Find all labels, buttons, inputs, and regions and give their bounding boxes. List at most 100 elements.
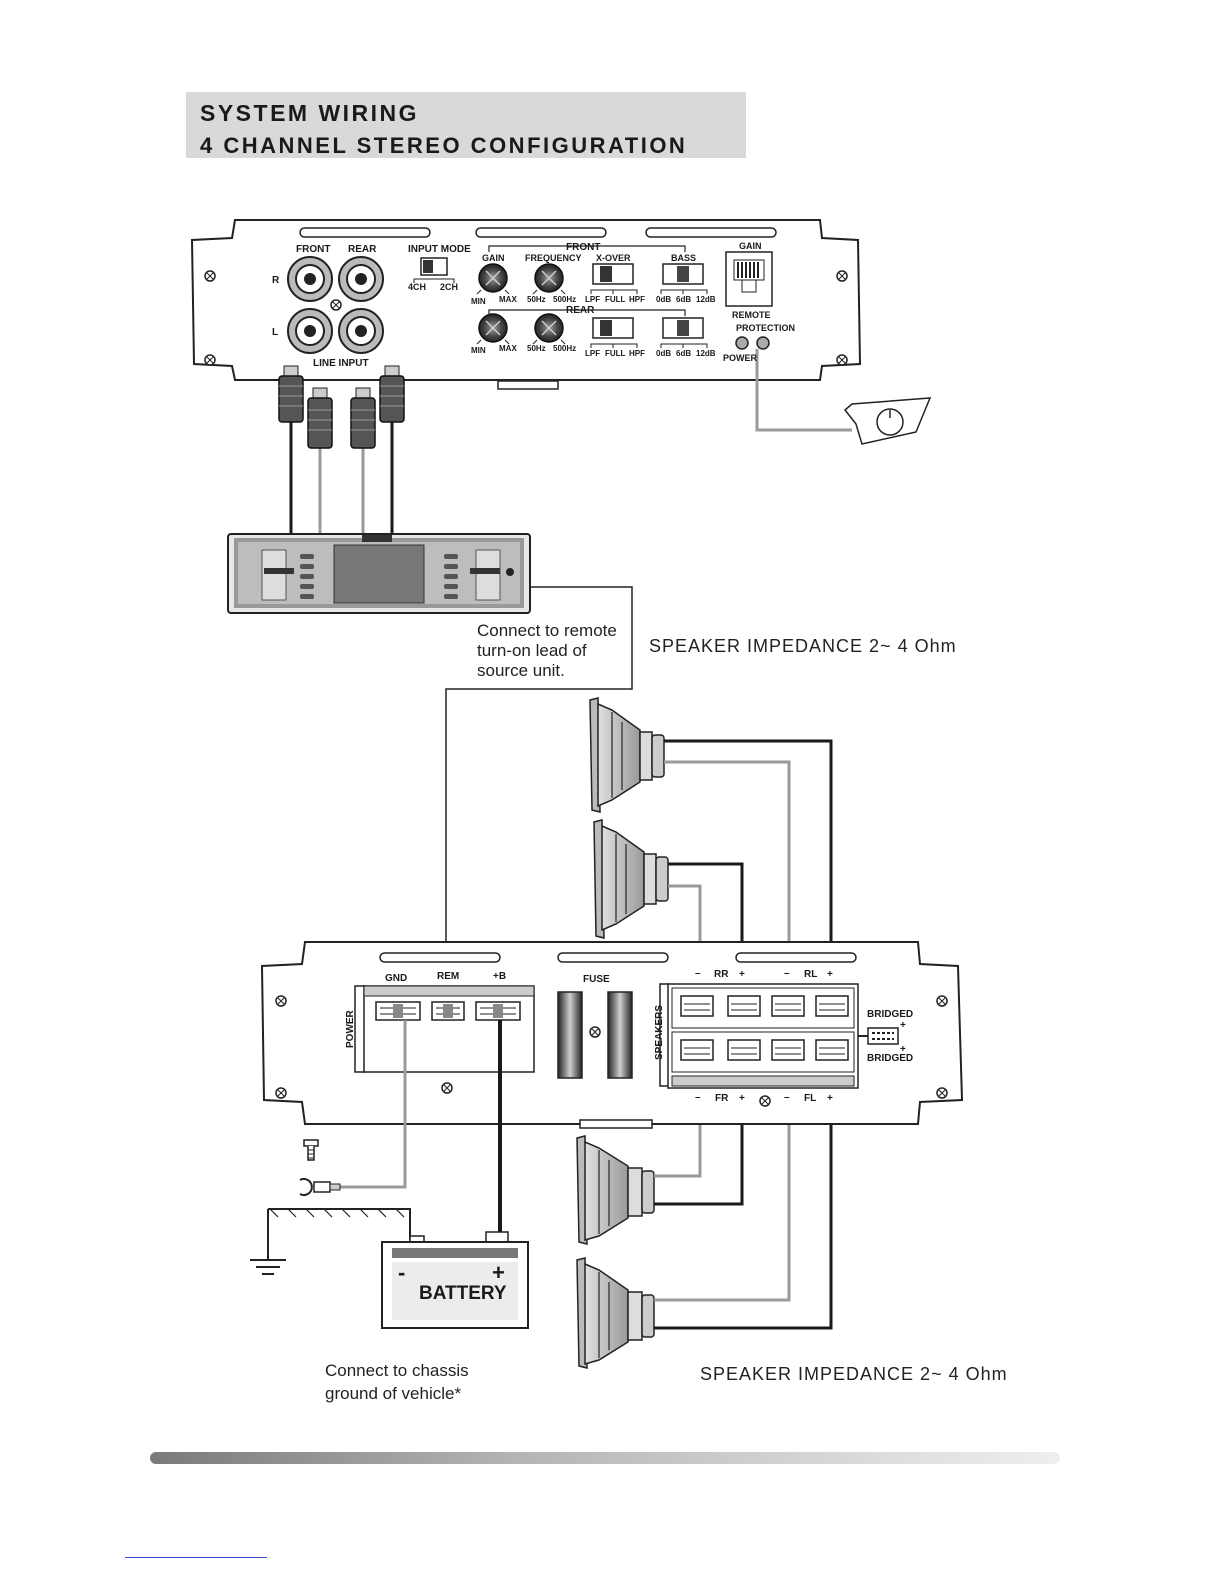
battery-minus: - [398, 1260, 405, 1285]
label-12db: 12dB [696, 349, 716, 358]
chassis-ground-icon [250, 1208, 411, 1275]
screw-icon [441, 1082, 453, 1094]
header-banner [186, 92, 746, 158]
footer-link-underline [125, 1557, 267, 1558]
speaker-impedance-top: SPEAKER IMPEDANCE 2~ 4 Ohm [649, 636, 957, 656]
bridged-connector-icon [858, 1027, 899, 1045]
front-xover-switch-icon [590, 263, 638, 294]
label-plus: + [900, 1020, 906, 1031]
label-b-plus: +B [493, 971, 506, 982]
footer-gradient-bar [150, 1452, 1060, 1464]
label-max: MAX [499, 344, 517, 353]
label-500hz: 500Hz [553, 344, 576, 353]
screw-icon [759, 1095, 771, 1107]
label-protection: PROTECTION [736, 323, 795, 333]
rear-gain-knob-icon [476, 313, 510, 345]
speaker-rl-icon [589, 697, 665, 813]
fuse-icon [607, 991, 633, 1079]
label-4ch: 4CH [408, 282, 426, 292]
label-bridged: BRIDGED [867, 1053, 913, 1064]
label-fuse: FUSE [583, 974, 610, 985]
screw-icon [936, 1087, 948, 1099]
label-remote: REMOTE [732, 310, 771, 320]
battery-icon [381, 1231, 529, 1329]
header-subtitle: 4 CHANNEL STEREO CONFIGURATION [200, 133, 688, 158]
ground-wire [340, 1020, 407, 1189]
rca-jack-front-r-icon [287, 256, 333, 302]
label-rl: RL [804, 969, 817, 980]
speaker-wires [654, 739, 833, 1330]
label-xover: X-OVER [596, 253, 631, 263]
label-speakers: SPEAKERS [654, 1005, 665, 1060]
screw-icon [275, 995, 287, 1007]
label-50hz: 50Hz [527, 344, 546, 353]
label-0db: 0dB [656, 295, 671, 304]
label-500hz: 500Hz [553, 295, 576, 304]
label-plus: + [739, 969, 745, 980]
label-12db: 12dB [696, 295, 716, 304]
label-full: FULL [605, 295, 626, 304]
label-2ch: 2CH [440, 282, 458, 292]
rear-bass-switch-icon [660, 317, 708, 348]
label-input-mode: INPUT MODE [408, 244, 471, 255]
front-frequency-knob-icon [532, 263, 566, 295]
terminal-rem-icon [431, 1001, 465, 1021]
label-0db: 0dB [656, 349, 671, 358]
label-l: L [272, 327, 278, 338]
label-rr: RR [714, 969, 729, 980]
rca-jack-rear-l-icon [338, 308, 384, 354]
header-title: SYSTEM WIRING [200, 100, 420, 126]
label-minus: – [784, 968, 790, 979]
screw-icon [330, 299, 342, 311]
label-rear-section: REAR [566, 305, 595, 316]
label-min: MIN [471, 346, 486, 355]
label-fr: FR [715, 1093, 729, 1104]
label-max: MAX [499, 295, 517, 304]
label-line-input: LINE INPUT [313, 358, 369, 369]
terminal-gnd-icon [375, 1001, 421, 1021]
rca-plug-icon [350, 387, 376, 449]
speaker-fr-icon [576, 1135, 655, 1245]
label-gnd: GND [385, 973, 407, 984]
screw-icon [836, 354, 848, 366]
bottom-amplifier-panel [260, 941, 964, 1129]
label-minus: – [784, 1092, 790, 1103]
label-fl: FL [804, 1093, 816, 1104]
screw-icon [275, 1087, 287, 1099]
rca-jack-front-l-icon [287, 308, 333, 354]
label-plus: + [827, 969, 833, 980]
protection-led-icon [756, 336, 770, 350]
front-bass-switch-icon [660, 263, 708, 294]
label-power: POWER [345, 1009, 356, 1048]
label-6db: 6dB [676, 295, 691, 304]
terminal-b-plus-icon [475, 1001, 521, 1021]
label-hpf: HPF [629, 295, 645, 304]
screw-icon [589, 1026, 601, 1038]
rca-plug-icon [278, 365, 304, 423]
rca-cables [278, 365, 405, 533]
label-plus: + [827, 1093, 833, 1104]
chassis-note-line2: ground of vehicle* [325, 1384, 462, 1403]
label-plus: + [739, 1093, 745, 1104]
rear-xover-switch-icon [590, 317, 638, 348]
rca-plug-icon [307, 387, 333, 449]
remote-note-line2: turn-on lead of [477, 641, 587, 660]
label-lpf: LPF [585, 295, 600, 304]
top-amplifier-panel [190, 219, 862, 390]
label-frequency: FREQUENCY [525, 253, 582, 263]
label-bass: BASS [671, 253, 696, 263]
speaker-rr-icon [593, 819, 669, 939]
remote-turn-on-wire [445, 586, 633, 976]
rear-frequency-knob-icon [532, 313, 566, 345]
label-bridged: BRIDGED [867, 1009, 913, 1020]
input-mode-switch-icon [413, 257, 455, 283]
rca-plug-icon [379, 365, 405, 423]
ring-terminal-icon [299, 1178, 341, 1196]
label-full: FULL [605, 349, 626, 358]
ground-screw-icon [303, 1139, 319, 1161]
remote-note-line3: source unit. [477, 661, 565, 680]
label-6db: 6dB [676, 349, 691, 358]
speaker-impedance-bottom: SPEAKER IMPEDANCE 2~ 4 Ohm [700, 1364, 1008, 1384]
label-lpf: LPF [585, 349, 600, 358]
remote-bass-knob-icon [755, 349, 932, 445]
